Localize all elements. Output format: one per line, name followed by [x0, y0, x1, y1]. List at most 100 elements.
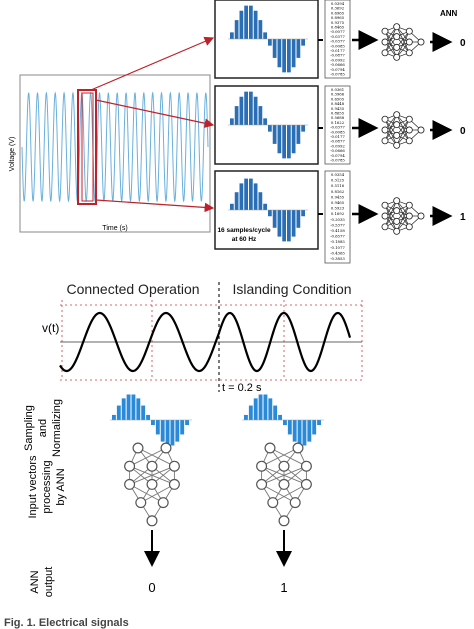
window-connectors	[90, 36, 215, 213]
vector-value: -0.1885	[330, 239, 345, 244]
sample-bar	[160, 420, 165, 442]
sample-bar	[180, 420, 185, 435]
sample-bar	[302, 420, 307, 446]
svg-text:Normalizing: Normalizing	[51, 399, 63, 457]
ann-connection	[137, 447, 175, 467]
sample-bar	[248, 405, 253, 420]
svg-text:processing: processing	[41, 460, 53, 513]
vector-value: 0.0361	[331, 87, 344, 92]
ann-connection	[272, 484, 307, 503]
ann-node	[264, 442, 276, 454]
ann-connection	[384, 114, 398, 141]
sample-bar	[234, 192, 239, 210]
samples-note-line2: at 60 Hz	[232, 236, 257, 243]
sample-bar	[268, 39, 272, 46]
ann-node	[124, 478, 136, 490]
ann-node	[405, 223, 413, 231]
bottom-sample-bars-connected	[110, 394, 192, 446]
sample-bar	[292, 420, 297, 442]
ann-node	[393, 33, 401, 41]
vector-value: -0.0992	[330, 143, 345, 148]
vector-value: 0.3692	[331, 6, 345, 11]
vector-value: 0.5116	[331, 183, 345, 188]
ann-node	[168, 460, 180, 472]
sample-bar	[146, 414, 151, 420]
ann-node	[393, 141, 401, 149]
sample-bar	[296, 125, 301, 144]
ann-node	[405, 49, 413, 57]
ann-connection	[129, 447, 167, 467]
ann-node	[393, 121, 401, 129]
ann-node	[160, 442, 172, 454]
svg-text:Input vectors: Input vectors	[27, 455, 39, 518]
ann-node	[393, 53, 401, 61]
ann-connection	[396, 31, 410, 58]
bottom-sample-bars-islanding	[242, 394, 324, 446]
vector-value: 0.0394	[331, 1, 345, 6]
vector-value: 0.9435	[331, 194, 345, 199]
ann-node	[381, 115, 389, 123]
sample-bar	[249, 91, 253, 125]
vector-value: -0.6577	[330, 234, 345, 239]
ann-network-3	[381, 197, 425, 235]
vector-value: -0.0785	[330, 72, 345, 77]
vector-value: 0.1622	[331, 120, 345, 125]
sample-bar	[234, 20, 239, 39]
ann-node	[292, 442, 304, 454]
samples-note-line1: 16 samples/cycle	[217, 227, 271, 234]
vector-column-1: 0.03940.36920.69650.89650.93750.8465-0.0…	[324, 0, 351, 79]
bottom-output-arrows	[144, 530, 292, 567]
ann-node	[393, 227, 401, 235]
ann-node	[300, 460, 312, 472]
vector-value: -0.0377	[330, 39, 345, 44]
ann-node	[381, 201, 389, 209]
sample-bar	[307, 420, 312, 442]
sample-bar	[253, 96, 258, 125]
sample-bar	[263, 203, 267, 210]
sample-bar	[296, 210, 301, 228]
bottom-ann-network-islanding	[256, 442, 312, 527]
sample-bars-1	[228, 5, 308, 73]
ann-node	[381, 126, 389, 134]
islanding-condition-label: Islanding Condition	[232, 281, 351, 297]
vector-column-2: 0.03610.39660.65050.84480.94350.86550.56…	[324, 85, 351, 165]
ann-node	[381, 223, 389, 231]
ann-node	[267, 497, 279, 509]
sample-bar	[278, 414, 283, 420]
ann-node	[135, 497, 147, 509]
ann-output-2: 0	[460, 126, 466, 137]
ann-node	[289, 497, 301, 509]
vector-value: 0.9435	[331, 106, 345, 111]
sample-bar	[253, 398, 258, 420]
vector-value: -0.0992	[330, 57, 345, 62]
svg-text:output: output	[43, 567, 55, 598]
sample-bar	[268, 398, 273, 420]
ann-node	[256, 478, 268, 490]
ann-node	[381, 27, 389, 35]
sample-bar	[317, 420, 322, 426]
ann-node	[146, 478, 158, 490]
ann-output-1: 0	[460, 38, 466, 49]
ann-node	[405, 27, 413, 35]
ann-node	[393, 43, 401, 51]
vector-value: -0.0666	[330, 148, 345, 153]
ann-node	[278, 515, 290, 527]
sample-bar	[249, 178, 253, 210]
vector-value: 0.5688	[331, 115, 345, 120]
ann-connection	[396, 205, 410, 232]
vector-value: -0.1077	[330, 245, 345, 250]
vector-value: 0.3966	[331, 92, 345, 97]
sample-bar	[126, 394, 131, 420]
vector-value: 0.0354	[331, 172, 345, 177]
sample-bar	[282, 39, 286, 73]
ann-node	[405, 201, 413, 209]
sample-bar	[301, 39, 305, 46]
ann-output-arrows	[430, 32, 453, 226]
ann-node	[393, 23, 401, 31]
sample-bar	[268, 125, 272, 132]
sample-bar	[301, 210, 305, 217]
vector-value: 0.9465	[331, 200, 345, 205]
voltage-signal	[59, 311, 352, 373]
ann-connection	[261, 465, 307, 485]
ann-node	[405, 115, 413, 123]
